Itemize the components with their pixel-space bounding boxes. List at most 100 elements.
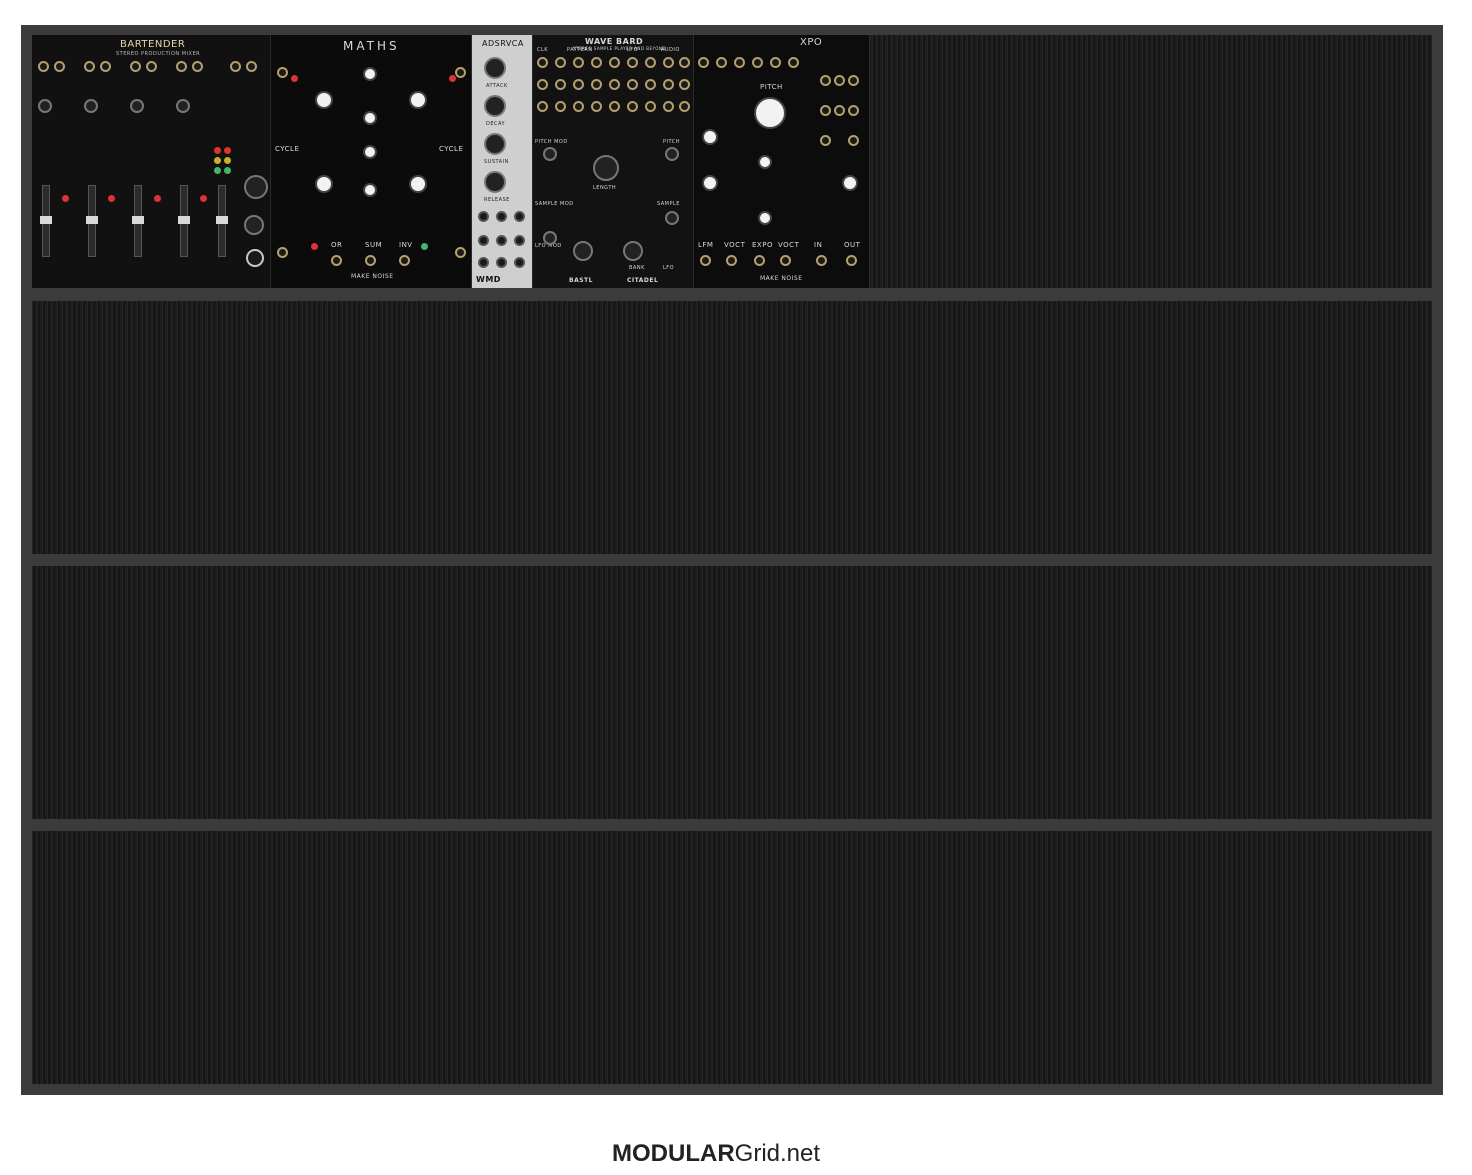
citadel-jack[interactable]	[609, 101, 620, 112]
adsr-sustain-knob[interactable]	[484, 133, 506, 155]
maths-jack[interactable]	[331, 255, 342, 266]
xpo-knob[interactable]	[842, 175, 858, 191]
citadel-jack[interactable]	[627, 79, 638, 90]
citadel-jack[interactable]	[679, 57, 690, 68]
xpo-knob[interactable]	[758, 155, 772, 169]
citadel-jack[interactable]	[537, 101, 548, 112]
module-adsrvca[interactable]: ADSRVCA ATTACK DECAY SUSTAIN RELEASE WMD	[472, 35, 533, 288]
citadel-jack[interactable]	[573, 79, 584, 90]
citadel-jack[interactable]	[555, 79, 566, 90]
citadel-jack[interactable]	[555, 57, 566, 68]
bartender-jack[interactable]	[100, 61, 111, 72]
xpo-knob[interactable]	[702, 175, 718, 191]
citadel-jack[interactable]	[591, 79, 602, 90]
citadel-jack[interactable]	[645, 79, 656, 90]
xpo-jack[interactable]	[848, 105, 859, 116]
bartender-jack[interactable]	[146, 61, 157, 72]
citadel-pitch-knob[interactable]	[665, 147, 679, 161]
bartender-fader[interactable]	[132, 185, 144, 257]
citadel-jack[interactable]	[663, 101, 674, 112]
citadel-pitch-mod-knob[interactable]	[543, 147, 557, 161]
maths-rise-knob[interactable]	[315, 91, 333, 109]
module-xpo[interactable]: XPO PITCH LFM VOCT EXPO VOCT	[694, 35, 870, 288]
bartender-fader[interactable]	[178, 185, 190, 257]
adsr-jack[interactable]	[478, 235, 489, 246]
maths-atten-knob[interactable]	[363, 67, 377, 81]
bartender-jack[interactable]	[176, 61, 187, 72]
bartender-main-knob[interactable]	[244, 175, 268, 199]
bartender-jack[interactable]	[54, 61, 65, 72]
maths-fall-knob[interactable]	[315, 175, 333, 193]
xpo-jack[interactable]	[820, 105, 831, 116]
maths-rise-knob[interactable]	[409, 91, 427, 109]
citadel-length-knob[interactable]	[593, 155, 619, 181]
xpo-jack[interactable]	[834, 75, 845, 86]
xpo-jack[interactable]	[780, 255, 791, 266]
adsr-jack[interactable]	[514, 257, 525, 268]
adsr-release-knob[interactable]	[484, 171, 506, 193]
xpo-jack[interactable]	[770, 57, 781, 68]
adsr-decay-knob[interactable]	[484, 95, 506, 117]
citadel-jack[interactable]	[627, 57, 638, 68]
adsr-jack[interactable]	[514, 211, 525, 222]
bartender-gain-knob[interactable]	[38, 99, 52, 113]
citadel-lfo-mod-knob[interactable]	[543, 231, 557, 245]
citadel-jack[interactable]	[591, 101, 602, 112]
citadel-jack[interactable]	[609, 79, 620, 90]
xpo-jack[interactable]	[788, 57, 799, 68]
xpo-jack[interactable]	[848, 75, 859, 86]
xpo-pitch-knob[interactable]	[754, 97, 786, 129]
xpo-jack[interactable]	[698, 57, 709, 68]
citadel-jack[interactable]	[679, 79, 690, 90]
citadel-jack[interactable]	[645, 101, 656, 112]
maths-jack[interactable]	[365, 255, 376, 266]
bartender-jack[interactable]	[192, 61, 203, 72]
maths-fall-knob[interactable]	[409, 175, 427, 193]
xpo-jack[interactable]	[816, 255, 827, 266]
citadel-jack[interactable]	[627, 101, 638, 112]
citadel-lfo-button[interactable]	[623, 241, 643, 261]
bartender-jack[interactable]	[130, 61, 141, 72]
citadel-jack[interactable]	[679, 101, 690, 112]
maths-jack[interactable]	[455, 247, 466, 258]
bartender-jack[interactable]	[246, 61, 257, 72]
citadel-jack[interactable]	[573, 57, 584, 68]
xpo-jack[interactable]	[726, 255, 737, 266]
xpo-jack[interactable]	[754, 255, 765, 266]
maths-jack[interactable]	[455, 67, 466, 78]
xpo-jack[interactable]	[848, 135, 859, 146]
adsr-jack[interactable]	[496, 211, 507, 222]
citadel-sample-knob[interactable]	[665, 211, 679, 225]
xpo-jack[interactable]	[820, 135, 831, 146]
bartender-gain-knob[interactable]	[176, 99, 190, 113]
maths-jack[interactable]	[277, 67, 288, 78]
xpo-jack[interactable]	[716, 57, 727, 68]
maths-atten-knob[interactable]	[363, 111, 377, 125]
citadel-jack[interactable]	[573, 101, 584, 112]
xpo-jack[interactable]	[846, 255, 857, 266]
bartender-jack[interactable]	[230, 61, 241, 72]
citadel-jack[interactable]	[663, 57, 674, 68]
citadel-bank-button[interactable]	[573, 241, 593, 261]
citadel-jack[interactable]	[645, 57, 656, 68]
adsr-jack[interactable]	[514, 235, 525, 246]
xpo-jack[interactable]	[752, 57, 763, 68]
adsr-attack-knob[interactable]	[484, 57, 506, 79]
adsr-jack[interactable]	[496, 235, 507, 246]
xpo-jack[interactable]	[834, 105, 845, 116]
adsr-jack[interactable]	[478, 211, 489, 222]
bartender-jack[interactable]	[38, 61, 49, 72]
citadel-jack[interactable]	[609, 57, 620, 68]
maths-atten-knob[interactable]	[363, 145, 377, 159]
xpo-jack[interactable]	[734, 57, 745, 68]
citadel-jack[interactable]	[591, 57, 602, 68]
bartender-fader[interactable]	[216, 185, 228, 257]
citadel-jack[interactable]	[537, 57, 548, 68]
bartender-gain-knob[interactable]	[130, 99, 144, 113]
maths-atten-knob[interactable]	[363, 183, 377, 197]
adsr-jack[interactable]	[496, 257, 507, 268]
bartender-fader[interactable]	[40, 185, 52, 257]
bartender-phones-knob[interactable]	[244, 215, 264, 235]
xpo-jack[interactable]	[820, 75, 831, 86]
citadel-jack[interactable]	[663, 79, 674, 90]
